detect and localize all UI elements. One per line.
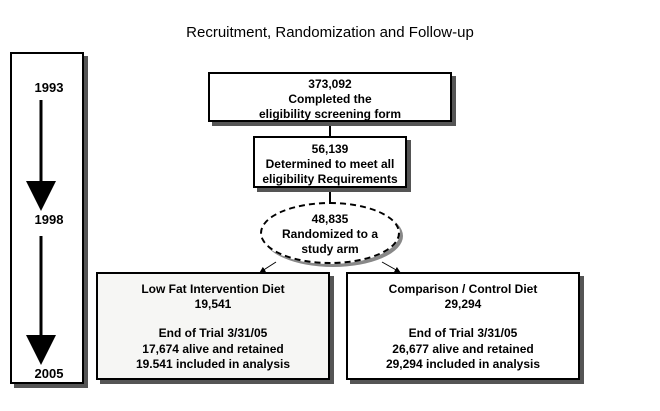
- screening-count: 373,092: [308, 77, 352, 91]
- control-arm-box: Comparison / Control Diet 29,294 End of …: [346, 272, 580, 380]
- eligible-line2: eligibility Requirements: [262, 172, 398, 186]
- eligible-box: 56,139 Determined to meet all eligibilit…: [253, 136, 407, 188]
- intervention-arm-end-label: End of Trial 3/31/05: [158, 326, 268, 340]
- control-arm-name: Comparison / Control Diet: [388, 282, 538, 296]
- connector-randomized-right-arm: [381, 261, 401, 273]
- diagram-title: Recruitment, Randomization and Follow-up: [186, 24, 474, 41]
- control-arm-count: 29,294: [444, 297, 482, 311]
- randomized-ellipse: 48,835 Randomized to a study arm: [260, 202, 400, 264]
- intervention-arm-name: Low Fat Intervention Diet: [141, 282, 285, 296]
- timeline-panel: 1993 1998 2005: [10, 52, 84, 384]
- control-arm-end-label: End of Trial 3/31/05: [408, 326, 518, 340]
- eligible-count: 56,139: [311, 142, 349, 156]
- screening-line1: Completed the: [288, 92, 372, 106]
- randomized-line2: study arm: [301, 242, 359, 256]
- control-arm-retained: 26,677 alive and retained: [392, 342, 534, 356]
- intervention-arm-box: Low Fat Intervention Diet 19,541 End of …: [96, 272, 330, 380]
- eligible-line1: Determined to meet all: [265, 157, 395, 171]
- intervention-arm-analysis: 19.541 included in analysis: [135, 357, 291, 371]
- control-arm-analysis: 29,294 included in analysis: [385, 357, 541, 371]
- connector-randomized-left-arm: [259, 261, 277, 273]
- year-mid: 1998: [34, 212, 64, 227]
- intervention-arm-retained: 17,674 alive and retained: [142, 342, 284, 356]
- screening-line2: eligibility screening form: [258, 107, 402, 121]
- randomized-line1: Randomized to a: [281, 227, 378, 241]
- year-end: 2005: [34, 366, 64, 381]
- screening-box: 373,092 Completed the eligibility screen…: [208, 72, 452, 122]
- year-start: 1993: [34, 80, 64, 95]
- randomized-count: 48,835: [311, 212, 349, 226]
- intervention-arm-count: 19,541: [194, 297, 232, 311]
